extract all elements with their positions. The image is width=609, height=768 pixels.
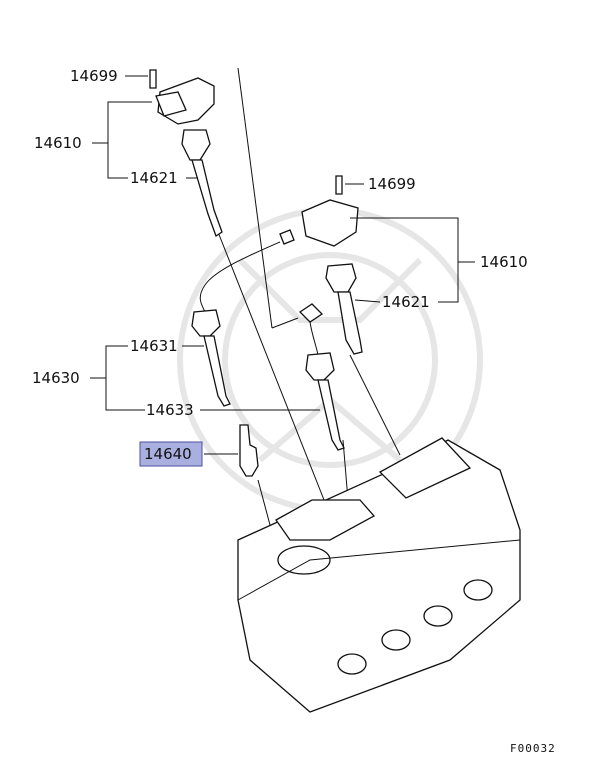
figure-code: F00032 (510, 742, 556, 755)
cylinder-head (237, 437, 521, 713)
ignition-coil-left (149, 69, 223, 237)
ignition-coil-right (301, 175, 363, 355)
callout-14610-left[interactable]: 14610 (34, 134, 82, 152)
callout-14631[interactable]: 14631 (130, 337, 178, 355)
callout-14633[interactable]: 14633 (146, 401, 194, 419)
callout-14621-left[interactable]: 14621 (130, 169, 178, 187)
callout-highlight (139, 441, 203, 467)
callout-14630[interactable]: 14630 (32, 369, 80, 387)
spark-plug (239, 424, 259, 477)
callout-14699-top[interactable]: 14699 (70, 67, 118, 85)
guide-lines (217, 67, 401, 526)
leader-lines (90, 75, 475, 455)
callout-14610-right[interactable]: 14610 (480, 253, 528, 271)
callout-14640[interactable]: 14640 (144, 445, 192, 463)
callout-14621-right[interactable]: 14621 (382, 293, 430, 311)
ignition-cable-short (298, 303, 345, 451)
ignition-cable-long (191, 229, 295, 407)
callout-14699-right[interactable]: 14699 (368, 175, 416, 193)
